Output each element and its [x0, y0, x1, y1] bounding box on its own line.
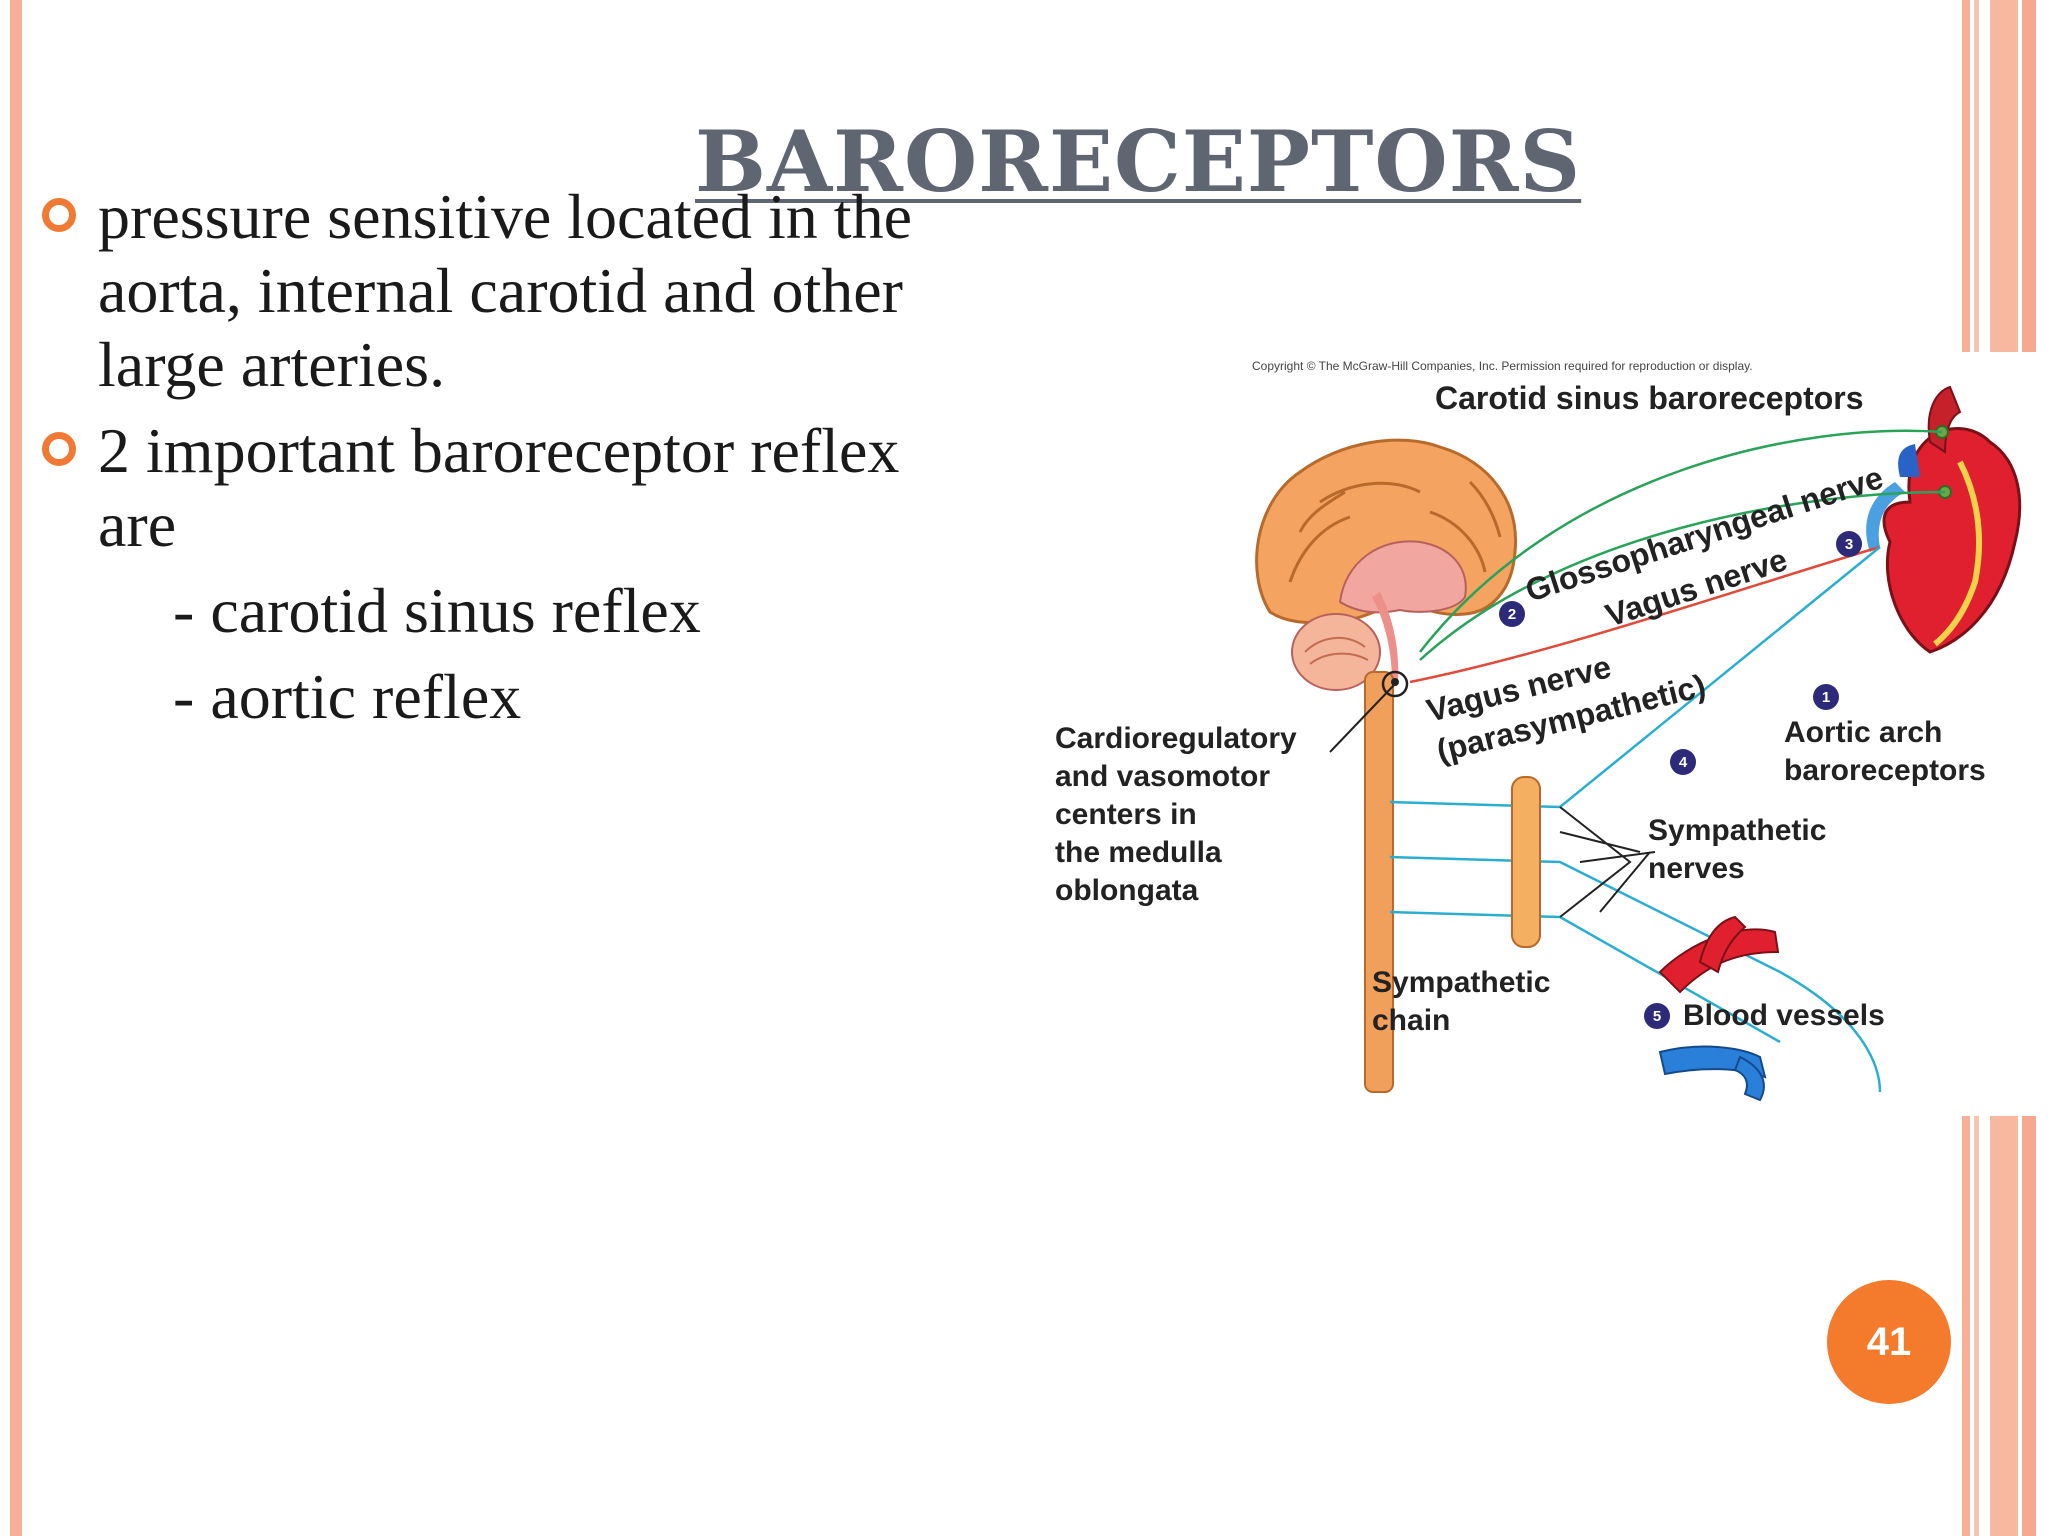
- step-4-badge: 4: [1679, 754, 1688, 771]
- step-5-badge: 5: [1653, 1008, 1661, 1025]
- sub-item: - aortic reflex: [173, 661, 522, 732]
- blood-vessels-illustration: [1658, 915, 1780, 1102]
- baroreceptor-diagram: Copyright © The McGraw-Hill Companies, I…: [1000, 352, 2048, 1116]
- bullet-item: 2 important baroreceptor reflex are - ca…: [42, 414, 978, 734]
- blood-vessels-label: Blood vessels: [1683, 999, 1885, 1032]
- cardioregulatory-label: centers in: [1055, 798, 1197, 831]
- step-1-badge: 1: [1822, 689, 1830, 706]
- nerve-pathways: [1329, 429, 1946, 1093]
- sympathetic-nerves-label: nerves: [1648, 852, 1745, 885]
- copyright-text: Copyright © The McGraw-Hill Companies, I…: [1252, 359, 1753, 373]
- cardioregulatory-label: and vasomotor: [1055, 760, 1270, 793]
- circle-bullet-icon: [42, 432, 76, 466]
- step-markers: 1 2 3 4 5: [1499, 531, 1862, 1029]
- brain-illustration: [1255, 438, 1518, 1093]
- left-border-stripe: [10, 0, 22, 1536]
- carotid-sinus-label: Carotid sinus baroreceptors: [1435, 380, 1864, 416]
- bullet-item: pressure sensitive located in the aorta,…: [42, 180, 978, 402]
- cardioregulatory-label: the medulla: [1055, 836, 1222, 869]
- cerebellum-shape: [1291, 613, 1381, 691]
- cardioregulatory-label: Cardioregulatory: [1055, 722, 1297, 755]
- sympathetic-chain-label: Sympathetic: [1372, 966, 1550, 999]
- sympathetic-chain-shape: [1511, 776, 1541, 948]
- medulla-marker: [1381, 670, 1409, 698]
- sub-item: - carotid sinus reflex: [173, 575, 701, 646]
- aortic-arch-label: Aortic arch: [1784, 716, 1942, 749]
- sympathetic-nerves-label: Sympathetic: [1648, 814, 1826, 847]
- bullet-list: pressure sensitive located in the aorta,…: [42, 180, 978, 746]
- page-number-badge: 41: [1827, 1280, 1951, 1404]
- heart-illustration: [1866, 385, 2022, 654]
- step-3-badge: 3: [1845, 536, 1853, 553]
- cardioregulatory-label: oblongata: [1055, 874, 1199, 907]
- spinal-cord-shape: [1364, 671, 1394, 1093]
- bullet-text: 2 important baroreceptor reflex are: [98, 415, 900, 560]
- circle-bullet-icon: [42, 198, 76, 232]
- sympathetic-chain-label: chain: [1372, 1004, 1450, 1037]
- slide-title: BARORECEPTORS: [695, 112, 1582, 211]
- bullet-text: pressure sensitive located in the aorta,…: [98, 181, 912, 400]
- step-2-badge: 2: [1508, 606, 1516, 623]
- aortic-arch-label: baroreceptors: [1784, 754, 1986, 787]
